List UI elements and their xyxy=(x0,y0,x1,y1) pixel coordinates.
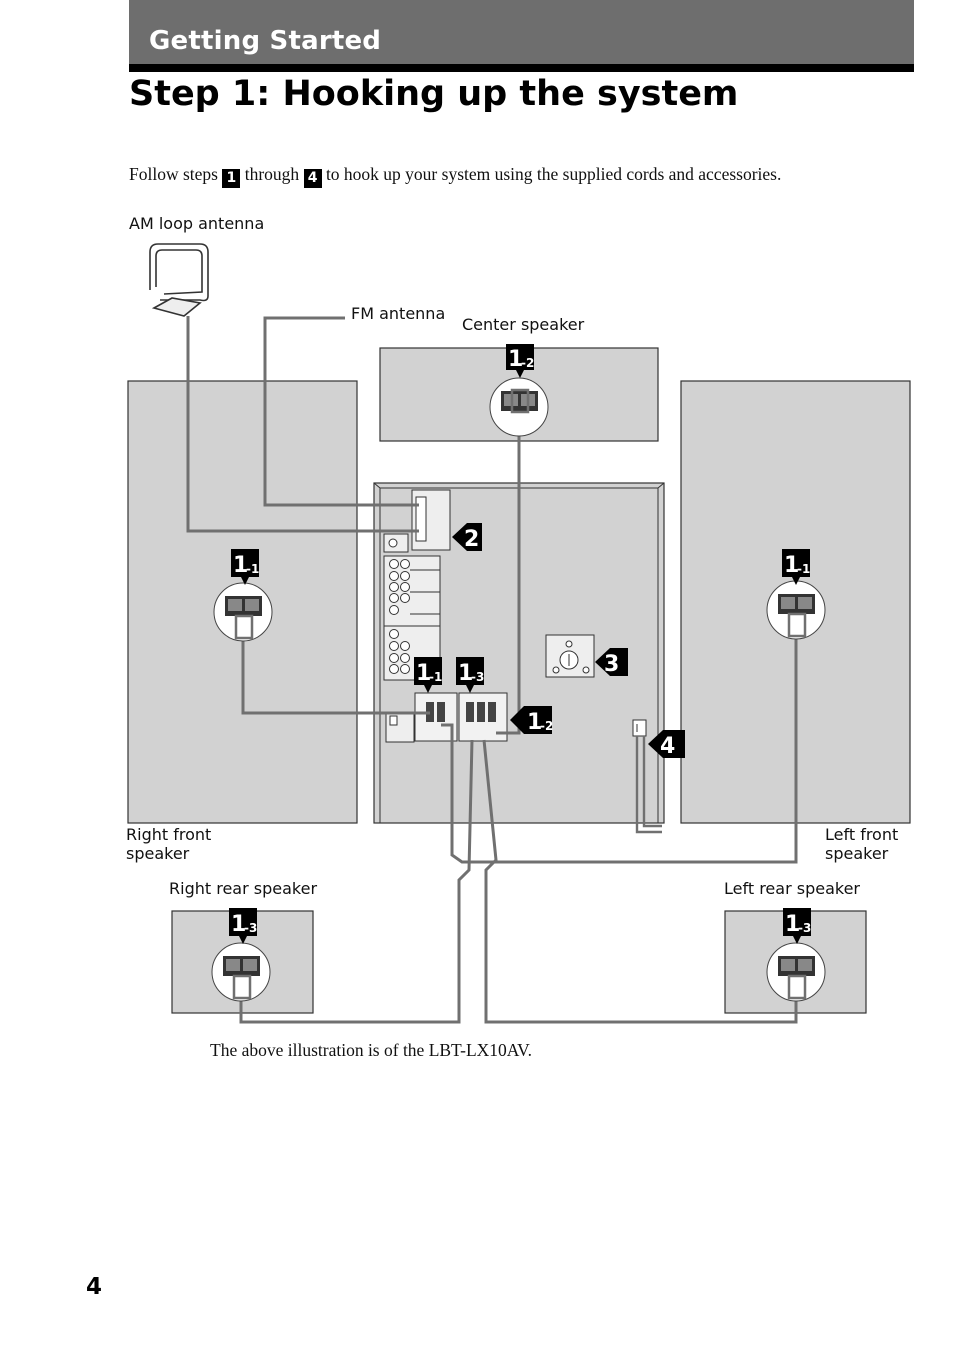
svg-text:3: 3 xyxy=(604,652,619,677)
section-title: Getting Started xyxy=(149,26,382,56)
intro-paragraph: Follow steps 1 through 4 to hook up your… xyxy=(129,164,781,188)
callout-power: 4 xyxy=(648,730,685,759)
center-speaker-label: Center speaker xyxy=(462,315,585,334)
am-antenna-label: AM loop antenna xyxy=(129,214,265,233)
section-header-bar: Getting Started xyxy=(129,0,914,64)
svg-text:1: 1 xyxy=(416,661,431,686)
svg-text:-2: -2 xyxy=(521,356,534,370)
right-front-label-line1: Right front xyxy=(126,825,212,844)
right-rear-speaker-label: Right rear speaker xyxy=(169,879,318,898)
right-front-label-line2: speaker xyxy=(126,844,190,863)
svg-text:-3: -3 xyxy=(471,670,484,684)
svg-text:1: 1 xyxy=(784,553,799,578)
callout-left-rear: 1 -3 xyxy=(783,908,811,944)
svg-text:2: 2 xyxy=(464,527,479,552)
intro-text-before: Follow steps xyxy=(129,164,218,184)
svg-text:-3: -3 xyxy=(244,921,257,935)
terminal-detail-left-rear xyxy=(766,942,826,1002)
terminal-detail-right-rear xyxy=(211,942,271,1002)
svg-text:1: 1 xyxy=(785,912,800,937)
step-number-badge: 1 xyxy=(222,169,241,188)
step-number-badge: 4 xyxy=(303,169,322,188)
callout-center: 1 -2 xyxy=(506,344,534,378)
power-cord xyxy=(635,736,662,834)
terminal-detail-center xyxy=(489,377,549,437)
callout-antenna: 2 xyxy=(452,523,482,552)
page-number: 4 xyxy=(86,1274,103,1300)
svg-text:-1: -1 xyxy=(429,670,442,684)
svg-text:1: 1 xyxy=(233,553,248,578)
right-front-speaker-label: Right front speaker xyxy=(126,825,211,863)
header-rule xyxy=(129,64,914,72)
callout-unit-rear: 1 -3 xyxy=(456,657,484,693)
svg-text:1: 1 xyxy=(458,661,473,686)
svg-text:1: 1 xyxy=(527,710,542,735)
terminal-detail-right-front xyxy=(213,582,273,642)
callout-left-front: 1 -1 xyxy=(782,549,810,585)
terminal-detail-left-front xyxy=(766,580,826,640)
svg-text:-1: -1 xyxy=(797,562,810,576)
svg-text:-3: -3 xyxy=(798,921,811,935)
svg-text:1: 1 xyxy=(231,912,246,937)
callout-unit-front: 1 -1 xyxy=(414,657,442,693)
svg-text:1: 1 xyxy=(508,347,523,372)
svg-text:-2: -2 xyxy=(540,719,553,733)
am-loop-antenna xyxy=(149,243,209,317)
fm-antenna-label: FM antenna xyxy=(351,304,446,323)
callout-right-rear: 1 -3 xyxy=(229,908,257,944)
left-front-label-line2: speaker xyxy=(825,844,889,863)
svg-text:-1: -1 xyxy=(246,562,259,576)
intro-text-after: to hook up your system using the supplie… xyxy=(325,164,782,184)
page-title: Step 1: Hooking up the system xyxy=(129,74,739,114)
intro-text-middle: through xyxy=(244,164,300,184)
callout-unit-center: 1 -2 xyxy=(510,706,553,735)
connection-wires xyxy=(186,316,798,1024)
svg-text:4: 4 xyxy=(660,734,675,759)
callout-voltage: 3 xyxy=(595,648,628,677)
illustration-caption: The above illustration is of the LBT-LX1… xyxy=(210,1040,532,1060)
left-front-speaker-label: Left front speaker xyxy=(825,825,898,863)
left-rear-speaker-label: Left rear speaker xyxy=(724,879,860,898)
callout-right-front: 1 -1 xyxy=(231,549,259,585)
left-front-label-line1: Left front xyxy=(825,825,899,844)
